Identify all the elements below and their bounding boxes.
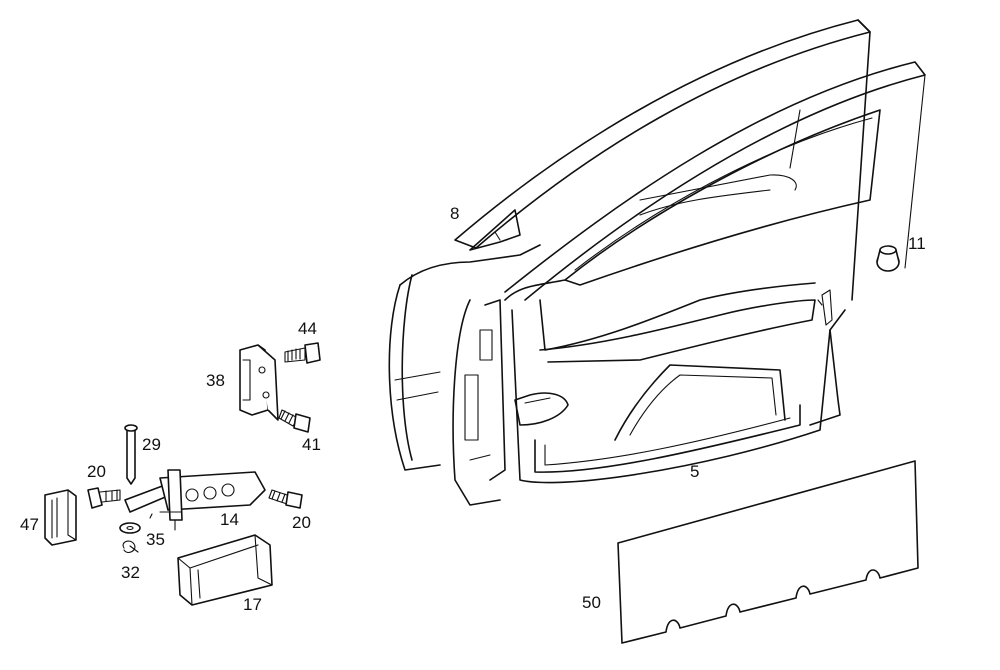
check-housing <box>177 534 273 606</box>
pin <box>124 424 138 485</box>
label-rubber-buffer: 47 <box>20 515 39 534</box>
label-bolt-right: 20 <box>292 513 311 532</box>
plug <box>876 245 900 272</box>
label-washer: 35 <box>146 530 165 549</box>
label-door-shell: 5 <box>690 462 700 481</box>
bolt-right <box>268 489 303 509</box>
label-bolt-left: 20 <box>87 462 106 481</box>
bolt-left <box>87 487 121 509</box>
label-hinge-bolt-lower: 41 <box>302 435 321 454</box>
label-clip: 32 <box>121 563 140 582</box>
clip <box>122 540 139 553</box>
door-shell <box>388 19 926 506</box>
label-hinge-bolt-upper: 44 <box>298 319 317 338</box>
label-hinge: 38 <box>206 371 225 390</box>
door-check <box>124 469 266 531</box>
hinge <box>239 344 279 421</box>
label-window-frame: 8 <box>450 204 460 223</box>
washer <box>119 522 141 534</box>
label-plug: 11 <box>908 234 926 253</box>
leader-line <box>149 513 153 519</box>
rubber-buffer <box>44 489 77 546</box>
label-pin: 29 <box>142 435 161 454</box>
insulation-sheet <box>617 460 919 644</box>
label-insulation-sheet: 50 <box>582 593 601 612</box>
hinge-bolt-lower <box>278 409 311 433</box>
label-door-check: 14 <box>220 510 239 529</box>
hinge-bolt-upper <box>284 342 321 364</box>
label-check-housing: 17 <box>243 595 262 614</box>
